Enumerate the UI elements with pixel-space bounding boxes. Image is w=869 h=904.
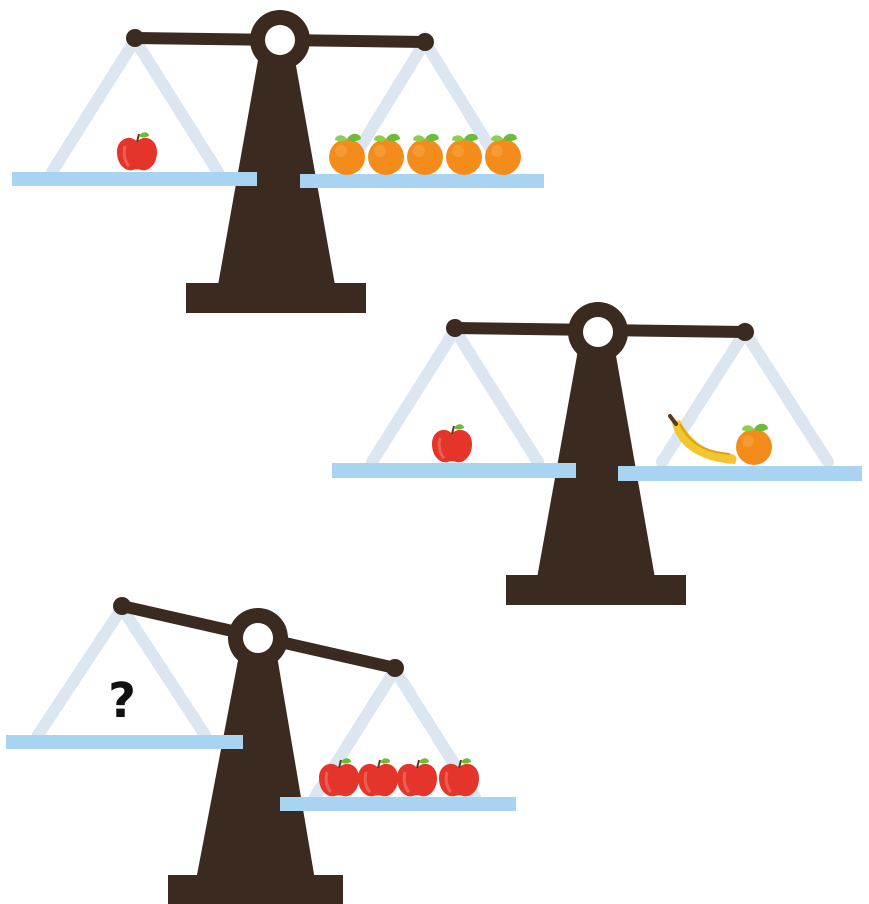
beam-end-right xyxy=(386,659,404,677)
apple-icon xyxy=(439,758,479,796)
stand xyxy=(196,650,315,880)
orange-icon xyxy=(407,134,443,175)
banana-icon xyxy=(670,416,736,464)
right-pan xyxy=(280,797,516,811)
beam-end-left xyxy=(446,319,464,337)
beam-end-left xyxy=(126,29,144,47)
left-pan xyxy=(6,735,243,749)
left-pan xyxy=(332,463,576,478)
question-mark: ? xyxy=(108,673,136,729)
orange-icon xyxy=(736,424,772,465)
beam-end-right xyxy=(416,33,434,51)
apple-icon xyxy=(432,424,472,462)
pivot-hole xyxy=(583,317,613,347)
scale-1 xyxy=(12,10,544,313)
stand-base xyxy=(186,283,366,313)
beam-end-left xyxy=(113,597,131,615)
left-pan xyxy=(12,172,257,186)
apple-icon xyxy=(397,758,437,796)
orange-icon xyxy=(368,134,404,175)
pivot-hole xyxy=(243,623,273,653)
scale-3: ? xyxy=(6,597,516,904)
right-pan xyxy=(300,174,544,188)
pivot-hole xyxy=(265,25,295,55)
orange-icon xyxy=(446,134,482,175)
stand-base xyxy=(168,875,343,904)
apple-icon xyxy=(358,758,398,796)
apple-icon xyxy=(117,132,157,170)
right-pan xyxy=(618,466,862,481)
scale-2 xyxy=(332,302,862,605)
beam-end-right xyxy=(736,323,754,341)
apple-icon xyxy=(319,758,359,796)
stand-base xyxy=(506,575,686,605)
